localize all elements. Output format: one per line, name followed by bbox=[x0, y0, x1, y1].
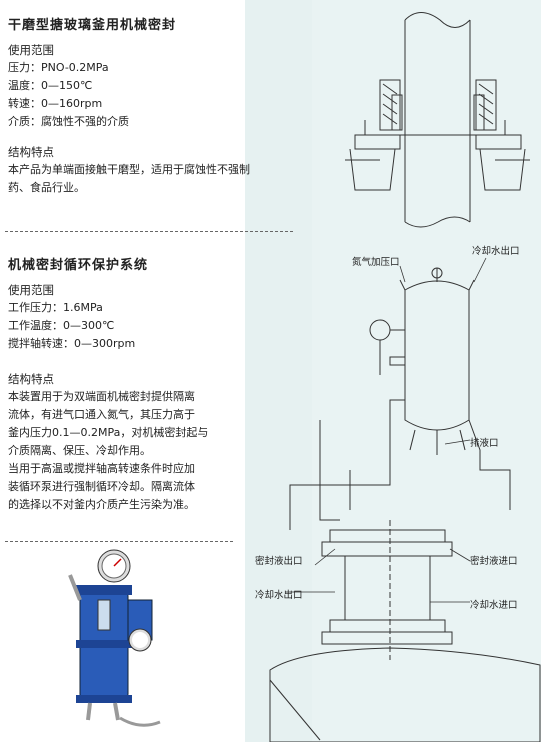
hatching bbox=[478, 83, 494, 125]
spec-line: 温度：0—150℃ bbox=[8, 79, 93, 92]
spec-line: 介质：腐蚀性不强的介质 bbox=[8, 115, 129, 128]
pipe-seal-in bbox=[468, 419, 511, 510]
shaft-break-line bbox=[404, 12, 471, 28]
spec-line: 工作压力：1.6MPa bbox=[8, 301, 103, 314]
feature-line: 釜内压力0.1—0.2MPa，对机械密封起与 bbox=[8, 426, 209, 439]
gauge-face bbox=[132, 632, 148, 648]
leader-line bbox=[449, 548, 471, 562]
gauge-needle bbox=[113, 558, 122, 567]
feature-line: 的选择以不对釜内介质产生污染为准。 bbox=[8, 498, 195, 511]
inlet-pipe bbox=[68, 574, 82, 601]
cooling-nozzle bbox=[468, 279, 475, 291]
outlet-pipe bbox=[113, 702, 120, 721]
seal-housing-right bbox=[475, 79, 497, 131]
nitrogen-nozzle bbox=[399, 279, 406, 291]
pipe-seal-out bbox=[289, 399, 405, 530]
seal-housing-left bbox=[379, 79, 401, 131]
feature-line: 本装置用于为双端面机械密封提供隔离 bbox=[8, 390, 195, 403]
housing-base-left bbox=[349, 148, 396, 191]
label-seal-fluid-out: 密封液出口 bbox=[255, 556, 303, 567]
section2-features-heading: 结构特点 bbox=[8, 372, 54, 386]
leader-line bbox=[314, 548, 336, 566]
tank-flange-top bbox=[76, 585, 132, 595]
tank-leg bbox=[459, 429, 466, 451]
seal-flange bbox=[321, 541, 453, 557]
diagram-background-upper bbox=[312, 0, 541, 742]
tank-flange-middle bbox=[76, 640, 132, 648]
seal-flange-base bbox=[321, 631, 453, 645]
outlet-pipe bbox=[86, 702, 92, 721]
section1-features-heading: 结构特点 bbox=[8, 145, 54, 159]
sight-glass bbox=[389, 356, 406, 366]
hatching bbox=[382, 83, 398, 125]
section2-scope-heading: 使用范围 bbox=[8, 283, 54, 297]
section1-title: 干磨型搪玻璃釜用机械密封 bbox=[8, 18, 177, 33]
spec-line: 转速：0—160rpm bbox=[8, 97, 103, 110]
vessel-contour bbox=[269, 679, 321, 741]
hose bbox=[119, 716, 161, 727]
label-drain: 排液口 bbox=[470, 438, 499, 449]
divider bbox=[5, 541, 233, 542]
feature-line: 药、食品行业。 bbox=[8, 181, 85, 194]
leader-line bbox=[444, 439, 471, 445]
tank-flange-bottom bbox=[76, 695, 132, 703]
label-seal-fluid-in: 密封液进口 bbox=[470, 556, 518, 567]
section2-title: 机械密封循环保护系统 bbox=[8, 258, 149, 273]
housing-base-right bbox=[479, 148, 526, 191]
label-nitrogen-inlet: 氮气加压口 bbox=[352, 257, 400, 268]
vessel-head bbox=[269, 647, 541, 742]
flange-left bbox=[354, 134, 401, 150]
section1-body: 使用范围 压力：PNO-0.2MPa 温度：0—150℃ 转速：0—160rpm… bbox=[8, 41, 298, 197]
spring-left bbox=[391, 94, 403, 131]
spec-line: 搅拌轴转速：0—300rpm bbox=[8, 337, 136, 350]
feature-line: 介质隔离、保压、冷却作用。 bbox=[8, 444, 151, 457]
divider bbox=[5, 231, 293, 232]
pipe bbox=[319, 420, 340, 521]
feature-line: 本产品为单端面接触干磨型，适用于腐蚀性不强制 bbox=[8, 163, 250, 176]
feature-line: 当用于高温或搅拌轴高转速条件时应加 bbox=[8, 462, 195, 475]
flange-right bbox=[475, 134, 522, 150]
label-cooling-water-out-top: 冷却水出口 bbox=[472, 246, 520, 257]
shaft-break-line bbox=[404, 216, 471, 228]
spring-right bbox=[473, 94, 485, 131]
leader-line bbox=[399, 265, 406, 283]
sight-glass bbox=[97, 599, 111, 631]
section1-scope-heading: 使用范围 bbox=[8, 43, 54, 57]
feature-line: 流体，有进气口通入氮气，其压力高于 bbox=[8, 408, 195, 421]
tank-top-cap bbox=[431, 267, 443, 279]
leader-line bbox=[473, 257, 487, 283]
spec-line: 压力：PNO-0.2MPa bbox=[8, 61, 109, 74]
label-cooling-water-in: 冷却水进口 bbox=[470, 600, 518, 611]
feature-line: 装循环泵进行强制循环冷却。隔离流体 bbox=[8, 480, 195, 493]
section2-body: 使用范围 工作压力：1.6MPa 工作温度：0—300℃ 搅拌轴转速：0—300… bbox=[8, 281, 298, 514]
label-cooling-water-out: 冷却水出口 bbox=[255, 590, 303, 601]
spec-line: 工作温度：0—300℃ bbox=[8, 319, 115, 332]
tank-leg bbox=[409, 429, 416, 451]
